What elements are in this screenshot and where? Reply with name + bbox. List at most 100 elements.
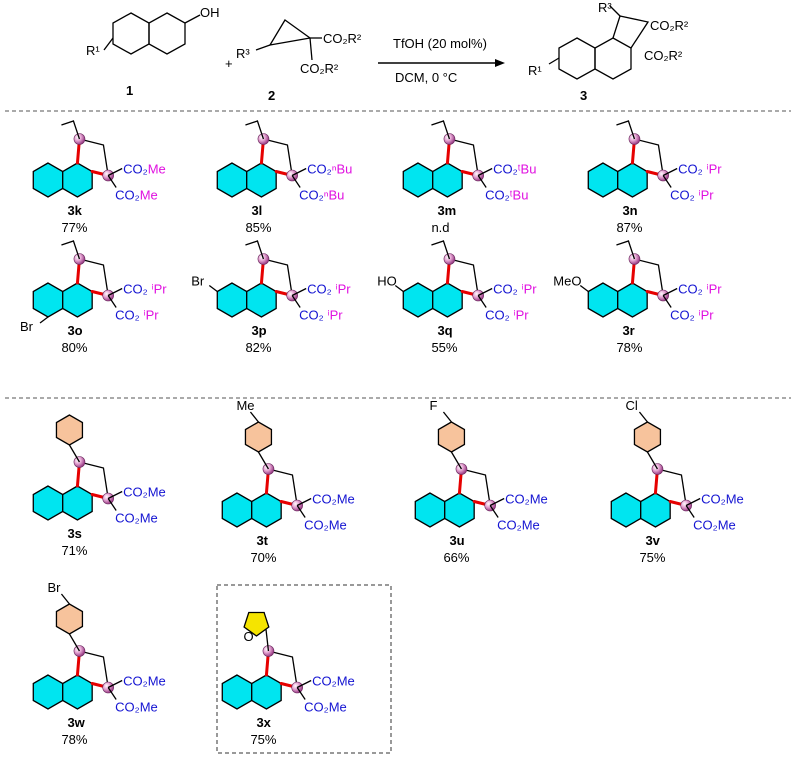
reactant-cyclopropane: R³ CO₂R² CO₂R² 2 [236,19,362,103]
cyclopentane-bonds [79,650,109,688]
cyclopentane-bonds [634,138,664,176]
cyclopentane-bonds [657,468,687,506]
ester-group-top: CO₂ ⁱPr [493,282,537,297]
hydroxyl-label: OH [200,5,220,20]
vinyl-group [245,120,265,140]
product-general-structure: R³ CO₂R² CO₂R² R¹ 3 [528,0,689,103]
ring-substituent: HO [377,274,397,289]
r3-label: R³ [236,46,250,61]
cyclopentane-bonds [634,258,664,296]
cyclopentane-bonds [449,138,479,176]
product-ester-top: CO₂R² [650,18,689,33]
cyclopentane-bonds [263,258,293,296]
ester-group-bottom: CO₂Me [304,700,347,715]
vinyl-group [616,240,636,260]
vinyl-group [61,240,81,260]
compound-yield: 75% [639,550,665,565]
ring-substituent: MeO [553,274,581,289]
phenyl-ring-icon [244,421,273,453]
naphthalene-ring-left [32,674,64,710]
cyclopentane-bonds [79,138,109,176]
ester-label-top: CO₂R² [323,31,362,46]
ester-group-bottom: CO₂ ⁱPr [670,188,714,203]
ester-group-bottom: CO₂Me [693,518,736,533]
aryl-substituent: F [429,398,437,413]
ester-group-top: CO₂Me [123,485,166,500]
ester-group-bottom: CO₂ ⁱPr [115,308,159,323]
ester-group-top: CO₂Me [123,674,166,689]
r1-label: R¹ [86,43,100,58]
naphthalene-ring-left [610,492,642,528]
compound-yield: 82% [245,340,271,355]
ester-group-top: CO₂ᵗBu [493,162,536,177]
naphthalene-ring-right [640,492,671,528]
aryl-substituent: Br [47,580,61,595]
compound-yield: 85% [245,220,271,235]
phenyl-ring-icon [55,603,84,635]
compound-label: 3v [645,533,660,548]
naphthalene-ring-right [62,162,93,198]
reaction-arrow: TfOH (20 mol%) DCM, 0 °C [378,36,505,85]
cyclopentane-bonds [449,258,479,296]
compound-label: 3k [67,203,82,218]
naphthalene-ring-left [216,282,248,318]
compound-label: 3u [449,533,464,548]
ester-group-top: CO₂Me [312,492,355,507]
naphthalene-ring-left [414,492,446,528]
compound-yield: 55% [431,340,457,355]
compound-yield: 78% [616,340,642,355]
naphthalene-ring-right [617,162,648,198]
ester-group-bottom: CO₂ⁿBu [299,188,344,203]
ester-label-bottom: CO₂R² [300,61,339,76]
ester-group-bottom: CO₂ ⁱPr [299,308,343,323]
ester-group-bottom: CO₂ ⁱPr [670,308,714,323]
ester-group-bottom: CO₂Me [115,511,158,526]
naphthalene-ring-left [32,282,64,318]
compound-label: 3q [437,323,452,338]
phenyl-ring-icon [437,421,466,453]
product-r3-label: R³ [598,0,612,15]
highlight-box-3x [216,584,392,754]
compound-yield: 66% [443,550,469,565]
naphthalene-ring-right [617,282,648,318]
ester-group-top: CO₂ ⁱPr [307,282,351,297]
naphthalene-ring-left [216,162,248,198]
ester-group-bottom: CO₂Me [115,700,158,715]
naphthalene-ring-right [62,674,93,710]
compound-label: 3w [67,715,85,730]
ester-group-top: CO₂Me [701,492,744,507]
compound-label: 3s [67,526,81,541]
product-ester-bottom: CO₂R² [644,48,683,63]
compound-grid: CO₂MeCO₂Me3k77%CO₂ⁿBuCO₂ⁿBu3l85%CO₂ᵗBuCO… [20,120,744,747]
product-r1-label: R¹ [528,63,542,78]
vinyl-group [61,120,81,140]
naphthalene-ring-left [402,162,434,198]
cyclopentane-bonds [268,468,298,506]
naphthalene-ring-right [251,674,282,710]
furan-oxygen-label: O [243,629,253,644]
compound-label: 3m [437,203,456,218]
cyclopentane-bonds [263,138,293,176]
aryl-substituent: Me [236,398,254,413]
naphthalene-ring-right [432,282,463,318]
naphthalene-ring-left [221,674,253,710]
ester-group-top: CO₂ ⁱPr [678,282,722,297]
naphthalene-ring-left [587,162,619,198]
reactant-2-label: 2 [268,88,275,103]
ester-group-top: CO₂Me [505,492,548,507]
vinyl-group [616,120,636,140]
compound-label: 3t [256,533,268,548]
compound-yield: n.d [431,220,449,235]
compound-label: 3r [622,323,634,338]
product-label: 3 [580,88,587,103]
ring-substituent: Br [20,319,34,334]
ester-group-top: CO₂Me [312,674,355,689]
compound-label: 3o [67,323,82,338]
cyclopentane-bonds [461,468,491,506]
ester-group-bottom: CO₂Me [497,518,540,533]
